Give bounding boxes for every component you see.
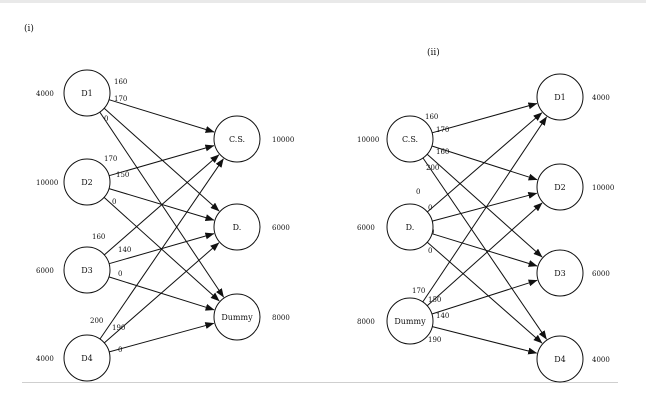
diagram-ii-cost-cs-to-d4: 200 bbox=[426, 164, 439, 172]
diagram-i-edge-d1-to-d bbox=[103, 107, 220, 212]
diagram-i-cost-d2-to-cs: 170 bbox=[104, 155, 117, 163]
diagram-i-demand-d: 6000 bbox=[272, 224, 290, 232]
top-border bbox=[0, 0, 646, 3]
diagram-i-node-d2 bbox=[63, 158, 111, 206]
diagram-ii-cost-d-to-d2: 0 bbox=[428, 204, 432, 212]
diagram-ii-node-dummy bbox=[386, 297, 434, 345]
diagram-ii-demand-d4: 4000 bbox=[592, 356, 610, 364]
diagram-ii-cost-cs-to-d3: 160 bbox=[436, 148, 449, 156]
diagram-i-cost-d2-to-dummy: 0 bbox=[112, 198, 116, 206]
diagram-i-node-d3 bbox=[63, 246, 111, 294]
diagram-i-supply-d1: 4000 bbox=[36, 90, 54, 98]
diagram-i-cost-d4-to-cs: 200 bbox=[90, 317, 103, 325]
part-label-i: (i) bbox=[24, 23, 34, 34]
diagram-i-node-label-d4: D4 bbox=[81, 354, 93, 363]
diagram-ii-node-label-d4: D4 bbox=[554, 355, 566, 364]
diagram-ii-supply-cs: 10000 bbox=[357, 136, 379, 144]
diagram-ii-edge-dummy-to-d2 bbox=[426, 202, 543, 307]
diagram-ii-node-d4 bbox=[536, 335, 584, 383]
diagram-ii-edge-cs-to-d3 bbox=[426, 153, 543, 258]
diagram-i-node-dummy bbox=[213, 293, 261, 341]
diagram-ii-node-label-d3: D3 bbox=[554, 269, 566, 278]
diagram-i-node-label-d1: D1 bbox=[81, 89, 93, 98]
diagram-i-node-label-dummy: Dummy bbox=[221, 313, 253, 322]
diagram-i-cost-d1-to-dummy: 0 bbox=[104, 115, 108, 123]
diagram-i-edge-d2-to-cs bbox=[108, 144, 215, 177]
diagram-ii-edge-dummy-to-d4 bbox=[432, 326, 538, 355]
diagram-ii-node-label-cs: C.S. bbox=[402, 135, 418, 144]
diagram-i-node-d1 bbox=[63, 69, 111, 117]
diagram-ii-edge-dummy-to-d3 bbox=[431, 279, 538, 315]
diagram-ii-node-cs bbox=[386, 115, 434, 163]
diagram-i-supply-d3: 6000 bbox=[36, 267, 54, 275]
diagram-ii-edge-d-to-d2 bbox=[432, 192, 538, 222]
diagram-i-supply-d2: 10000 bbox=[36, 179, 58, 187]
diagram-i-cost-d3-to-dummy: 0 bbox=[118, 270, 122, 278]
diagram-ii-node-d2 bbox=[536, 163, 584, 211]
diagram-i-node-label-d3: D3 bbox=[81, 266, 93, 275]
diagram-i-edge-d4-to-cs bbox=[99, 158, 224, 340]
diagram-i-supply-d4: 4000 bbox=[36, 355, 54, 363]
edges-diagram-i: 160 170 0 170 150 0 160 140 0 200 190 0 bbox=[90, 78, 225, 354]
diagram-i-edge-d3-to-cs bbox=[103, 154, 220, 256]
diagram-ii-node-label-d1: D1 bbox=[554, 93, 566, 102]
diagram-ii-edge-d-to-d1 bbox=[427, 112, 543, 213]
diagram-i-edge-d4-to-dummy bbox=[109, 322, 215, 353]
diagram-ii-node-label-d: D. bbox=[406, 223, 415, 232]
diagram-ii-cost-dummy-to-d4: 190 bbox=[428, 336, 441, 344]
diagram-i-node-cs bbox=[213, 115, 261, 163]
diagram-ii-cost-cs-to-d1: 160 bbox=[425, 113, 438, 121]
diagram-ii-demand-d1: 4000 bbox=[592, 94, 610, 102]
diagram-ii-edge-dummy-to-d1 bbox=[422, 116, 548, 303]
diagram-ii-node-d1 bbox=[536, 73, 584, 121]
diagram-i-cost-d4-to-d: 190 bbox=[112, 324, 125, 332]
diagram-ii-supply-dummy: 8000 bbox=[357, 318, 375, 326]
diagram-ii-node-d bbox=[386, 203, 434, 251]
diagram-i-demand-cs: 10000 bbox=[272, 136, 294, 144]
diagram-i-demand-dummy: 8000 bbox=[272, 314, 290, 322]
diagram-ii-cost-dummy-to-d3: 140 bbox=[436, 312, 449, 320]
diagram-i-node-d4 bbox=[63, 334, 111, 382]
diagram-i-cost-d3-to-d: 140 bbox=[118, 246, 131, 254]
diagram-ii-cost-dummy-to-d2: 150 bbox=[428, 296, 441, 304]
nodes-diagram-i: D14000D210000D36000D44000C.S.10000D.6000… bbox=[36, 69, 294, 382]
diagram-ii-cost-cs-to-d2: 170 bbox=[436, 126, 449, 134]
diagram-ii-edge-d-to-d3 bbox=[431, 233, 538, 267]
diagram-ii-node-label-dummy: Dummy bbox=[394, 317, 426, 326]
diagram-ii-node-label-d2: D2 bbox=[554, 183, 566, 192]
diagram-i-node-label-d2: D2 bbox=[81, 178, 93, 187]
diagram-ii-demand-d2: 10000 bbox=[592, 184, 614, 192]
diagram-ii-node-d3 bbox=[536, 249, 584, 297]
diagram-i-edge-d4-to-d bbox=[103, 242, 220, 344]
diagram-ii-cost-d-to-d1: 0 bbox=[416, 188, 420, 196]
diagram-i-cost-d1-to-cs: 160 bbox=[114, 78, 127, 86]
diagram-ii-edge-cs-to-d4 bbox=[422, 157, 547, 340]
diagram-ii-demand-d3: 6000 bbox=[592, 270, 610, 278]
diagram-ii-edge-d-to-d4 bbox=[426, 241, 543, 344]
diagram-i-cost-d2-to-d: 150 bbox=[116, 171, 129, 179]
part-label-ii: (ii) bbox=[427, 47, 440, 58]
diagram-i-node-label-cs: C.S. bbox=[229, 135, 245, 144]
diagram-i-node-d bbox=[213, 203, 261, 251]
diagram-i-cost-d3-to-cs: 160 bbox=[92, 233, 105, 241]
diagram-ii-cost-dummy-to-d1: 170 bbox=[412, 287, 425, 295]
diagram-i-node-label-d: D. bbox=[233, 223, 242, 232]
edges-diagram-ii: 1601701602000000170150140190 bbox=[412, 102, 548, 355]
diagram-i-edge-d1-to-cs bbox=[108, 99, 215, 133]
diagram-ii-cost-d-to-d4: 0 bbox=[428, 247, 432, 255]
diagram-ii-edge-cs-to-d1 bbox=[431, 102, 538, 134]
diagram-i-cost-d1-to-d: 170 bbox=[114, 95, 127, 103]
bottom-rule bbox=[22, 382, 618, 383]
diagram-i-cost-d4-to-dummy: 0 bbox=[118, 346, 122, 354]
diagram-ii-supply-d: 6000 bbox=[357, 224, 375, 232]
